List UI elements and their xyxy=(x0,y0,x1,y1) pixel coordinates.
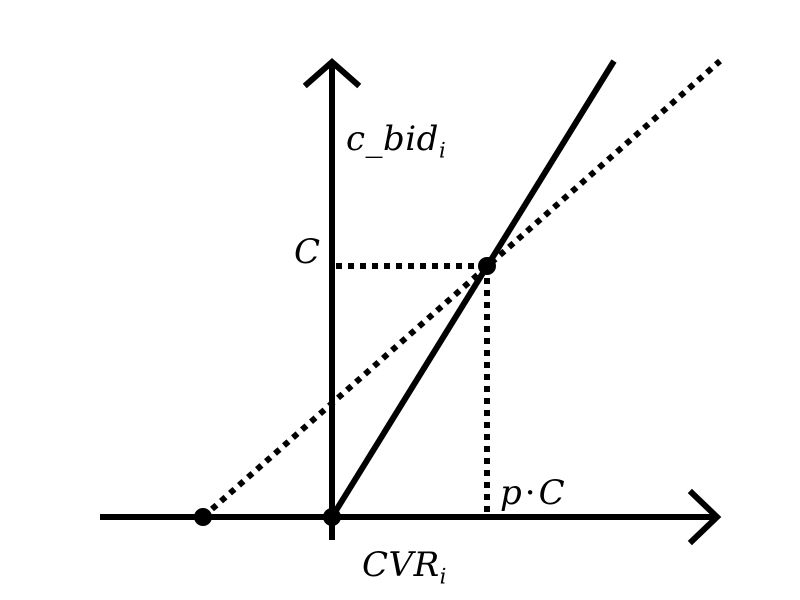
y-axis-label-subscript: i xyxy=(438,137,447,163)
x-axis-arrowhead xyxy=(687,488,722,546)
x-axis-label-main: CVR xyxy=(362,545,440,585)
x-axis-label: CVRi xyxy=(362,548,447,586)
intersection-point xyxy=(478,257,496,275)
dotted-line-x-intercept-point xyxy=(194,508,212,526)
c-level-label: C xyxy=(294,232,321,272)
pc-label-c: C xyxy=(538,473,565,513)
dotted-bid-line xyxy=(201,58,722,520)
x-axis-label-subscript: i xyxy=(439,563,447,589)
y-axis-label-main: c_bid xyxy=(346,119,439,159)
y-axis-arrowhead xyxy=(302,58,362,89)
origin-point xyxy=(323,508,341,526)
pc-label-p: p xyxy=(500,473,522,513)
y-axis-label: c_bidi xyxy=(346,122,446,160)
pc-label-dot: · xyxy=(524,473,536,513)
pc-label: p·C xyxy=(500,476,565,510)
solid-bid-line xyxy=(329,59,617,519)
